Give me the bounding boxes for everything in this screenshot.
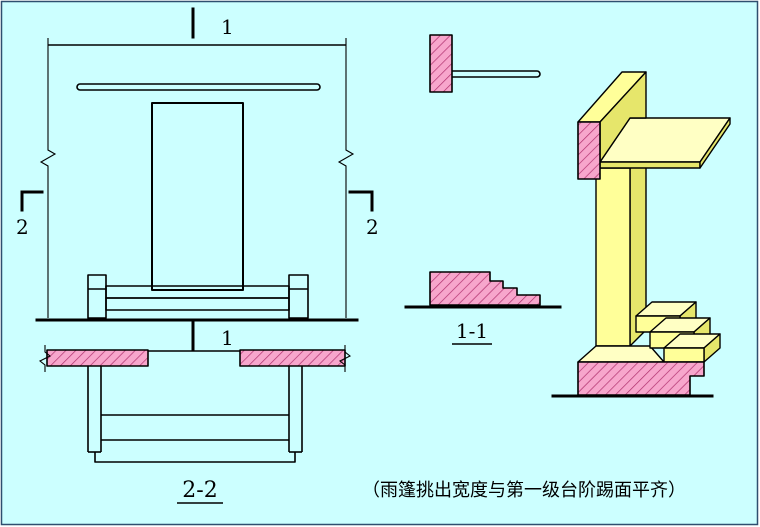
canopy-plan-rod [76, 83, 321, 91]
cut-label-1-bottom: 1 [221, 326, 234, 350]
slab-section-left [46, 349, 149, 367]
cut-label-2-left: 2 [16, 215, 29, 239]
slab-section-right [239, 349, 346, 367]
door-opening [151, 102, 244, 291]
canopy-side-edge [699, 117, 731, 169]
section-label-2-2: 2-2 [182, 478, 217, 503]
plan-view: 1 2 2 1 [16, 7, 379, 352]
step-base [94, 452, 296, 463]
wall-section-top [429, 34, 453, 93]
caption-note: （雨篷挑出宽度与第一级台阶踢面平齐） [362, 480, 686, 501]
wall-line-left [39, 38, 57, 318]
section-label-1-1: 1-1 [456, 319, 488, 343]
cut-label-1-top: 1 [221, 15, 234, 39]
isometric-view [551, 71, 731, 398]
base-section [577, 361, 705, 396]
wall-line-right [337, 38, 355, 318]
section-1-1: 1-1 [404, 34, 562, 345]
canopy-front-edge [599, 161, 701, 169]
break-mark-right [338, 345, 352, 372]
column-front-face [595, 167, 631, 347]
break-mark-left [38, 345, 52, 372]
step-tread-lower [105, 297, 290, 311]
canopy-section-rod [452, 70, 541, 78]
upper-wall-section [577, 121, 601, 180]
cut-label-2-right: 2 [366, 215, 379, 239]
step-section [429, 271, 541, 306]
step-3-front [663, 347, 705, 363]
cut-mark-2-left [20, 190, 44, 212]
section-2-2: 2-2 [38, 345, 352, 504]
cut-mark-2-right [348, 190, 374, 212]
